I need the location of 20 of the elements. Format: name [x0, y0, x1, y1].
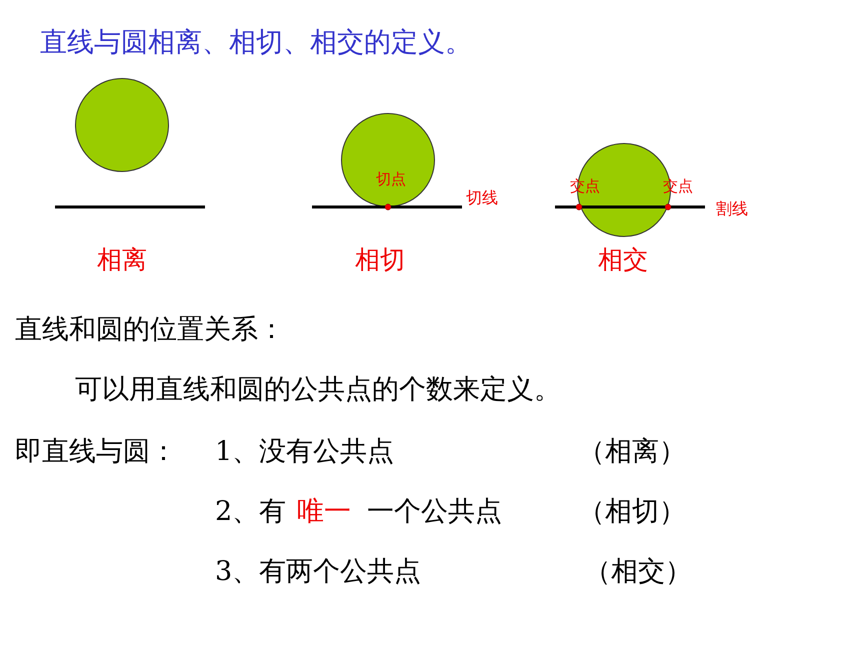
caption-label: 相切	[355, 246, 405, 274]
body-text: 可以用直线和圆的公共点的个数来定义。	[75, 375, 561, 405]
caption-label: 相交	[598, 246, 648, 274]
point-label: 切点	[376, 171, 406, 188]
body-text: 即直线与圆：	[15, 437, 177, 467]
point-label: 交点	[570, 178, 600, 194]
emphasis-text: 唯一	[297, 497, 351, 527]
relation-label: （相离）	[578, 437, 686, 467]
relation-label: （相交）	[584, 557, 692, 587]
relation-label: （相切）	[578, 497, 686, 527]
list-item: 2、有	[215, 497, 286, 527]
line-label: 割线	[716, 200, 748, 218]
list-item: 3、有两个公共点	[215, 557, 422, 587]
title: 直线与圆相离、相切、相交的定义。	[40, 28, 472, 58]
list-item: 1、没有公共点	[215, 437, 394, 467]
list-item: 一个公共点	[367, 497, 502, 527]
heading-text: 直线和圆的位置关系：	[15, 315, 285, 345]
line-label: 切线	[466, 189, 498, 207]
point-label: 交点	[663, 178, 693, 194]
caption-label: 相离	[97, 246, 147, 274]
